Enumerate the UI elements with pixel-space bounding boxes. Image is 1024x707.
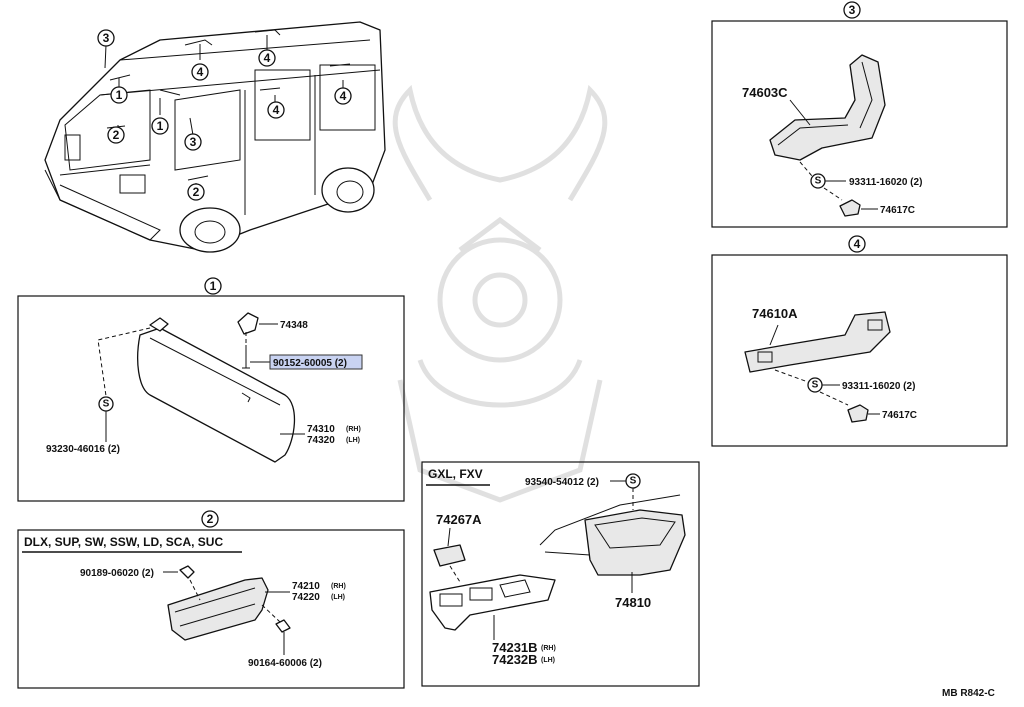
svg-text:4: 4: [273, 103, 280, 117]
cover-74617c: [839, 199, 861, 217]
callout-2-rear: 2: [107, 126, 125, 144]
section-3-frame: [711, 20, 1008, 228]
section-3-marker: [843, 1, 861, 19]
side-lh-grip: (LH): [331, 594, 345, 601]
section-3-pillar-handle: 3 S 74603C 93311-16020 (2) 74617C: [711, 1, 1008, 228]
section-2-header: DLX, SUP, SW, SSW, LD, SCA, SUC: [24, 535, 223, 549]
callout-4-roof-right: 4: [258, 49, 276, 67]
section-3-label: 3: [849, 3, 856, 17]
section-5-header: GXL, FXV: [428, 467, 483, 481]
sun-visor: [137, 327, 296, 463]
callout-2-door: 2: [187, 183, 205, 201]
part-93540-54012[interactable]: 93540-54012 (2): [525, 477, 599, 488]
part-74267A[interactable]: 74267A: [436, 512, 482, 527]
callout-4-roof-left: 4: [191, 63, 209, 81]
callout-1-left: 1: [110, 86, 128, 104]
section-1-sun-visor: 1 S 74348 90152-60005 (2) 93230-46016 (2…: [17, 277, 405, 502]
svg-text:1: 1: [157, 119, 164, 133]
part-93311-16020-s3[interactable]: 93311-16020 (2): [849, 177, 922, 188]
part-74232B[interactable]: 74232B: [492, 652, 538, 667]
diagram-reference: MB R842-C: [942, 688, 995, 699]
bracket-74348: [237, 312, 259, 335]
part-90152-60005[interactable]: 90152-60005 (2): [273, 358, 347, 369]
side-lh-base: (LH): [541, 657, 555, 664]
section-2-frame: [17, 529, 405, 689]
part-74210[interactable]: 74210: [292, 581, 320, 592]
section-4-roof-handle: 4 S 74610A 93311-16020 (2) 74617C: [711, 235, 1008, 447]
part-74310[interactable]: 74310: [307, 424, 335, 435]
part-74617C-s3[interactable]: 74617C: [880, 205, 915, 216]
part-90164-60006[interactable]: 90164-60006 (2): [248, 658, 322, 669]
svg-text:S: S: [815, 176, 822, 187]
svg-text:S: S: [103, 399, 110, 410]
side-lh: (LH): [346, 437, 360, 444]
callout-4-window-right: 4: [334, 87, 352, 105]
svg-text:4: 4: [197, 65, 204, 79]
svg-text:2: 2: [193, 185, 200, 199]
callout-3-top: 3: [97, 29, 115, 47]
pillar-handle: [769, 54, 886, 161]
callout-3-pillar: 3: [184, 133, 202, 151]
cover-74617c-s4: [847, 404, 869, 423]
part-74231B[interactable]: 74231B: [492, 640, 538, 655]
svg-text:2: 2: [113, 128, 120, 142]
highlight-box: [269, 354, 363, 370]
roof-handle: [744, 311, 891, 373]
part-74220[interactable]: 74220: [292, 592, 320, 603]
part-74617C-s4[interactable]: 74617C: [882, 410, 917, 421]
side-rh: (RH): [346, 426, 361, 433]
screw-90164: [275, 619, 291, 633]
section-4-frame: [711, 254, 1008, 447]
pocket-74810: [584, 509, 686, 576]
callout-4-window-left: 4: [267, 101, 285, 119]
cap-74267a: [433, 544, 466, 567]
part-93311-16020-s4[interactable]: 93311-16020 (2): [842, 381, 915, 392]
section-4-label: 4: [854, 237, 861, 251]
van-callouts: 3 4 4 1 1 2 3 2 4 4: [97, 29, 352, 201]
svg-text:S: S: [812, 380, 819, 391]
callout-1-right: 1: [151, 117, 169, 135]
part-74810[interactable]: 74810: [615, 595, 651, 610]
base-74231b: [429, 574, 556, 631]
section-2-assist-grip: 2 DLX, SUP, SW, SSW, LD, SCA, SUC 90189-…: [17, 510, 405, 689]
watermark-logo: [392, 84, 608, 503]
svg-text:S: S: [630, 476, 637, 487]
part-74610A[interactable]: 74610A: [752, 306, 798, 321]
part-74603C[interactable]: 74603C: [742, 85, 788, 100]
svg-text:1: 1: [116, 88, 123, 102]
side-rh-base: (RH): [541, 645, 556, 652]
section-2-marker: [201, 510, 219, 528]
visor-mount: [149, 317, 169, 332]
part-74320[interactable]: 74320: [307, 435, 335, 446]
part-90189-06020[interactable]: 90189-06020 (2): [80, 568, 154, 579]
section-1-label: 1: [210, 279, 217, 293]
assist-grip: [167, 577, 269, 641]
part-93230-46016[interactable]: 93230-46016 (2): [46, 444, 120, 455]
svg-text:4: 4: [264, 51, 271, 65]
section-1-marker: [204, 277, 222, 295]
section-5-gxl-fxv: GXL, FXV S 93540-54012 (2) 74267A 74810 …: [421, 461, 700, 687]
svg-text:3: 3: [190, 135, 197, 149]
van-illustration: [44, 21, 386, 253]
section-1-frame: [17, 295, 405, 502]
section-2-label: 2: [207, 512, 214, 526]
nut-90189: [179, 565, 195, 579]
svg-text:4: 4: [340, 89, 347, 103]
side-rh-grip: (RH): [331, 583, 346, 590]
part-74348[interactable]: 74348: [280, 320, 308, 331]
section-4-marker: [848, 235, 866, 253]
section-5-frame: [421, 461, 700, 687]
svg-text:3: 3: [103, 31, 110, 45]
